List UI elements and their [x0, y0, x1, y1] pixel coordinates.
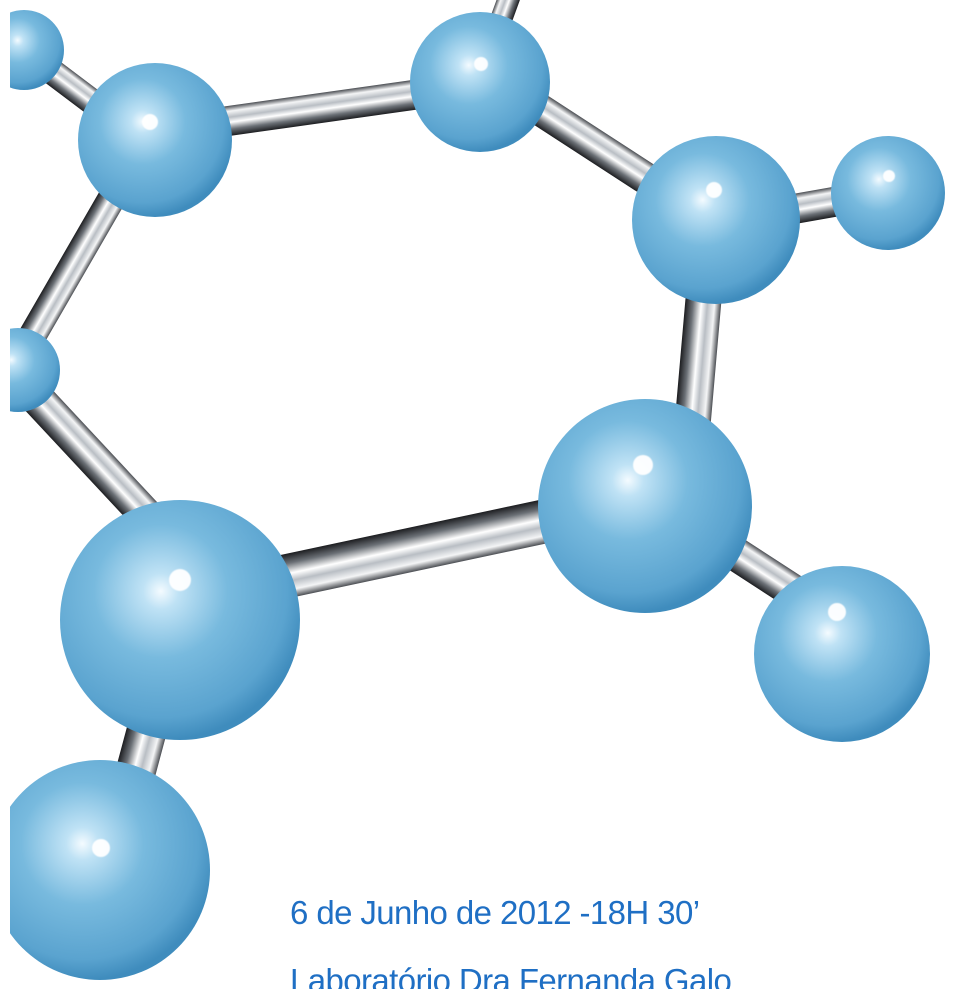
- atom: [0, 328, 60, 412]
- atom: [0, 760, 210, 980]
- atom-highlights: [92, 57, 895, 857]
- atom: [410, 12, 550, 152]
- bond: [147, 70, 484, 147]
- atom: [754, 566, 930, 742]
- atom: [538, 399, 752, 613]
- atom: [0, 10, 64, 90]
- atom: [78, 63, 232, 217]
- atom: [831, 136, 945, 250]
- atoms: [0, 10, 945, 980]
- left-margin: [0, 0, 10, 989]
- atom: [632, 136, 800, 304]
- atom: [60, 500, 300, 740]
- event-date-time: 6 de Junho de 2012 -18H 30’: [290, 894, 700, 931]
- event-venue: Laboratório Dra Fernanda Galo: [290, 962, 732, 989]
